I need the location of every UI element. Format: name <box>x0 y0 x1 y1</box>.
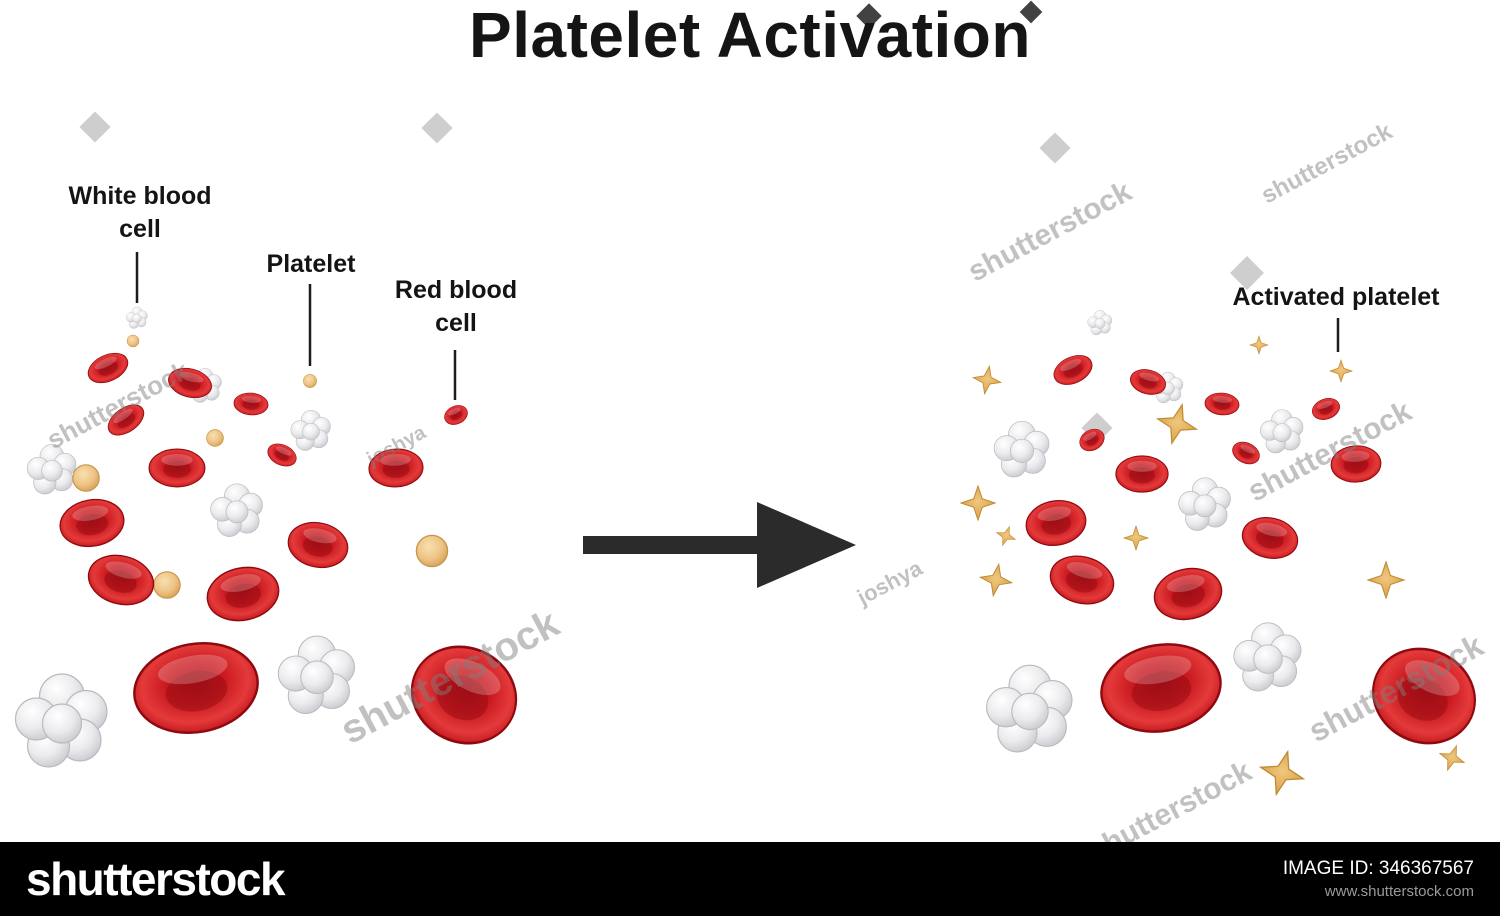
label-white-blood-cell: White blood cell <box>68 182 212 243</box>
white-blood-cell <box>1260 409 1304 454</box>
white-blood-cell <box>1178 477 1231 531</box>
red-blood-cell <box>283 516 353 574</box>
image-id-value: 346367567 <box>1378 858 1474 879</box>
label-red-blood-cell: Red blood cell <box>394 276 518 337</box>
image-id-label: IMAGE ID: <box>1282 858 1374 879</box>
red-blood-cell <box>1228 437 1264 469</box>
white-blood-cell <box>126 306 148 329</box>
red-blood-cell <box>201 560 285 628</box>
white-blood-cell <box>14 673 108 768</box>
white-blood-cell <box>210 483 263 537</box>
red-blood-cell <box>83 346 133 390</box>
red-blood-cell <box>1093 633 1229 743</box>
footer-meta: IMAGE ID: 346367567 www.shutterstock.com <box>1283 858 1474 900</box>
red-blood-cell <box>1044 548 1120 612</box>
platelet <box>72 464 100 492</box>
transition-arrow <box>583 502 856 588</box>
activated-platelet-star <box>976 560 1016 600</box>
white-blood-cell <box>993 420 1050 478</box>
platelet <box>303 374 317 388</box>
footer-bar: shutterstock IMAGE ID: 346367567 www.shu… <box>0 842 1500 916</box>
footer-website: www.shutterstock.com <box>1324 883 1474 900</box>
red-blood-cell <box>125 632 267 744</box>
red-blood-cell <box>1237 512 1303 564</box>
red-blood-cell <box>1048 349 1098 391</box>
red-blood-cell <box>55 494 129 552</box>
activated-platelet-star <box>970 363 1004 397</box>
leader-lines <box>135 252 1340 400</box>
label-platelet: Platelet <box>266 250 356 278</box>
platelet <box>206 429 224 447</box>
activated-platelet-star <box>960 485 996 521</box>
activated-platelet-star <box>1249 335 1269 355</box>
white-blood-cell <box>1233 622 1302 692</box>
activated-platelet-star <box>1367 561 1405 599</box>
white-blood-cell <box>986 664 1073 753</box>
red-blood-cell <box>148 448 206 488</box>
platelet <box>153 571 181 599</box>
red-blood-cell <box>441 401 471 429</box>
red-blood-cell <box>232 391 270 417</box>
red-blood-cell <box>263 439 301 471</box>
image-id: IMAGE ID: 346367567 <box>1283 858 1474 880</box>
activated-platelet-star <box>992 522 1020 550</box>
platelet <box>126 334 140 348</box>
red-blood-cell <box>1309 394 1343 424</box>
red-blood-cell <box>1148 561 1228 627</box>
red-blood-cell <box>1203 391 1241 417</box>
diagram-title: Platelet Activation <box>469 0 1031 71</box>
activated-platelet-star <box>1329 359 1353 383</box>
shutterstock-logo: shutterstock <box>26 853 286 905</box>
red-blood-cell <box>1115 455 1169 493</box>
red-blood-cell <box>82 547 160 613</box>
activated-platelet-star <box>1254 745 1310 801</box>
white-blood-cell <box>1087 310 1113 336</box>
label-activated-platelet: Activated platelet <box>1232 283 1440 311</box>
watermark-squares <box>79 111 1449 730</box>
red-blood-cell <box>1021 495 1091 551</box>
activated-platelet-star <box>1434 740 1470 776</box>
activated-platelet-star <box>1151 398 1203 450</box>
white-blood-cell <box>26 444 77 495</box>
activated-platelet-star <box>1123 525 1149 551</box>
white-blood-cell <box>277 635 355 714</box>
right-cluster <box>960 310 1492 801</box>
platelet <box>415 534 449 568</box>
white-blood-cell <box>290 409 331 451</box>
